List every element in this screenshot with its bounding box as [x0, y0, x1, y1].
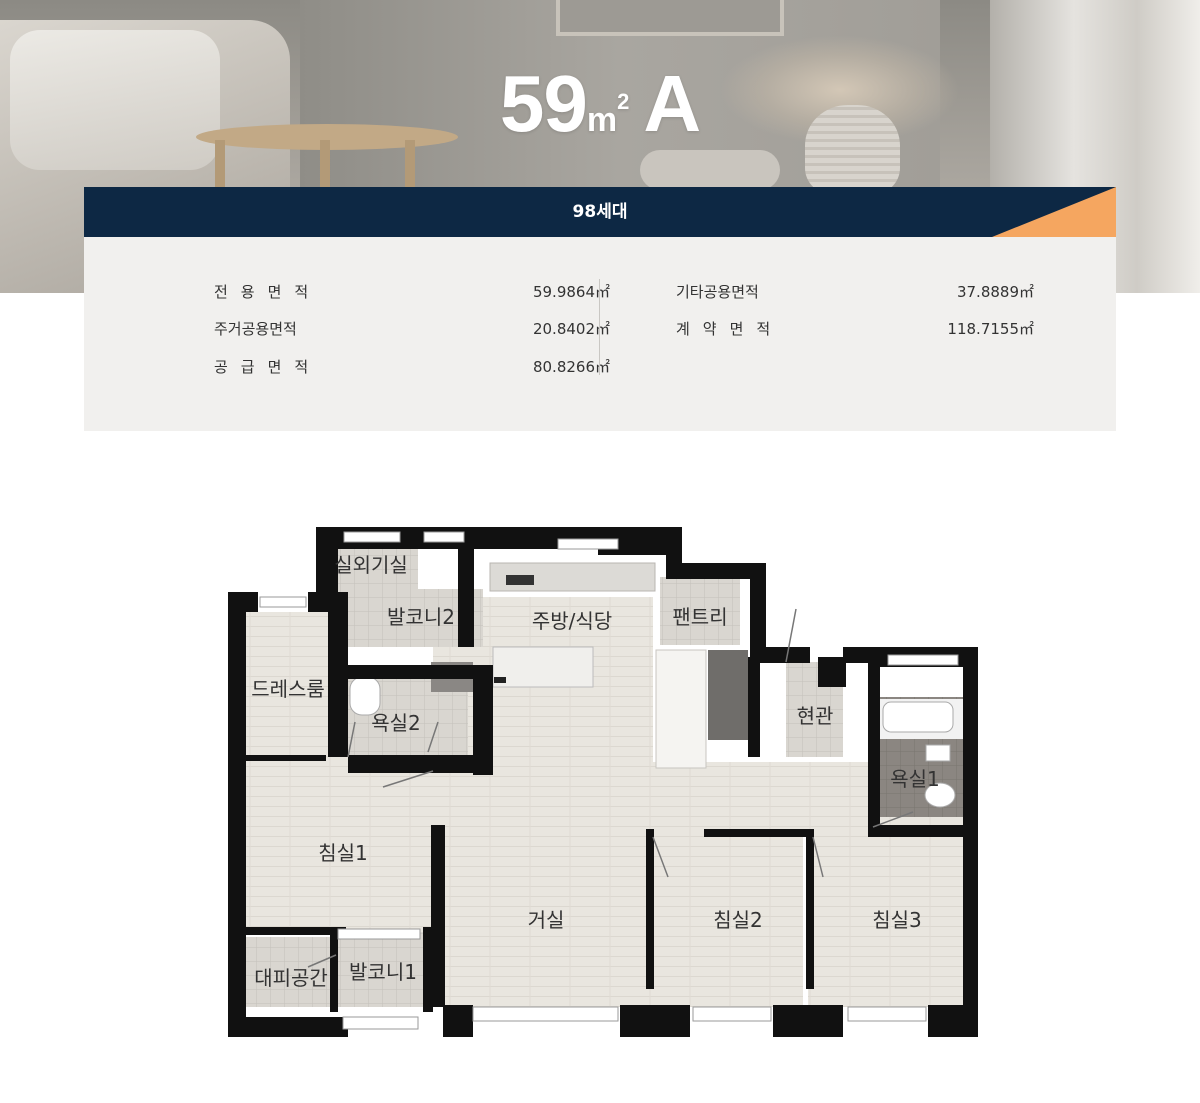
room-label-kitchen: 주방/식당 — [532, 609, 612, 633]
spec-label: 전용면적 — [214, 283, 322, 301]
throw-blanket — [640, 150, 780, 190]
pillow — [10, 30, 220, 170]
spec-value: 118.7155㎡ — [947, 320, 1034, 338]
spec-value: 59.9864㎡ — [532, 283, 610, 301]
room-label-bath2: 욕실2 — [371, 711, 421, 735]
room-label-shelter: 대피공간 — [254, 966, 328, 990]
spec-value: 80.8266㎡ — [532, 358, 610, 376]
room-label-living: 거실 — [528, 908, 565, 932]
size-number: 59 — [499, 59, 588, 148]
room-label-bedroom1: 침실1 — [318, 841, 368, 865]
walls — [228, 527, 978, 1037]
room-label-bedroom2: 침실2 — [713, 908, 763, 932]
spec-value: 20.8402㎡ — [532, 320, 610, 338]
spec-label: 주거공용면적 — [214, 320, 297, 338]
room-label-bath1: 욕실1 — [890, 767, 940, 791]
spec-value: 37.8889㎡ — [956, 283, 1034, 301]
column-divider — [599, 279, 600, 375]
room-label-dressroom: 드레스룸 — [251, 677, 325, 701]
fixtures — [349, 562, 956, 808]
area-info-card: 98세대 전용면적 59.9864㎡ 주거공용면적 20.8402㎡ 공급면적 … — [84, 187, 1116, 431]
type-letter: A — [643, 59, 701, 148]
size-unit-superscript: 2 — [617, 89, 630, 114]
spec-label: 계약면적 — [676, 320, 784, 338]
vase — [805, 105, 900, 195]
room-labels: 실외기실 발코니2 주방/식당 팬트리 드레스룸 욕실2 현관 욕실1 침실1 … — [251, 553, 940, 990]
windows — [259, 531, 959, 1030]
size-unit: m — [586, 101, 618, 139]
room-label-balcony1: 발코니1 — [349, 960, 417, 984]
floor-plan: 실외기실 발코니2 주방/식당 팬트리 드레스룸 욕실2 현관 욕실1 침실1 … — [228, 527, 980, 1037]
spec-label: 공급면적 — [214, 358, 322, 376]
room-label-balcony2: 발코니2 — [387, 605, 455, 629]
room-label-bedroom3: 침실3 — [872, 908, 922, 932]
households-banner: 98세대 — [84, 187, 1116, 237]
households-count: 98세대 — [572, 202, 628, 222]
accent-triangle — [992, 187, 1116, 237]
door-swings — [307, 608, 914, 968]
room-label-pantry: 팬트리 — [672, 605, 727, 629]
picture-frame — [556, 0, 784, 36]
spec-label: 기타공용면적 — [676, 283, 759, 301]
room-label-outdoor-unit: 실외기실 — [334, 553, 408, 577]
hero-background-photo — [0, 0, 1200, 293]
room-label-entrance: 현관 — [797, 704, 834, 728]
